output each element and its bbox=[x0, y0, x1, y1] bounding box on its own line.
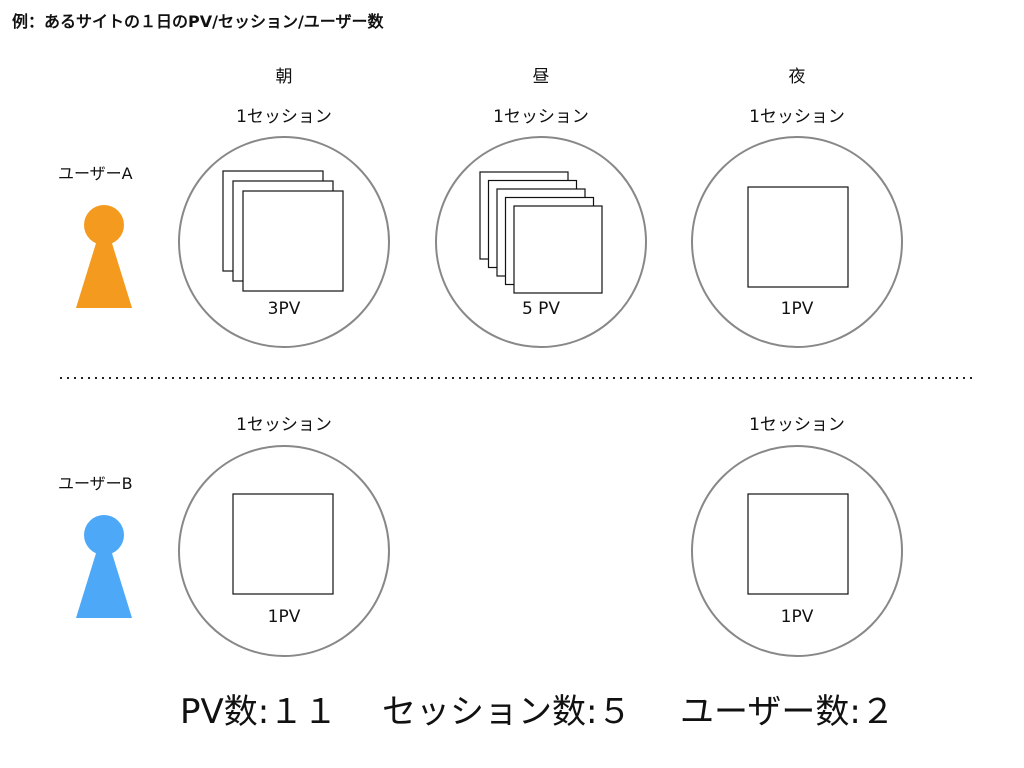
page-icon bbox=[747, 186, 849, 288]
session-circle bbox=[435, 136, 647, 348]
user-a-label: ユーザーA bbox=[58, 164, 133, 183]
user-a-icon bbox=[76, 205, 132, 308]
session-label: 1セッション bbox=[236, 107, 332, 127]
time-label-noon: 昼 bbox=[532, 67, 550, 87]
pv-label: 5 PV bbox=[521, 299, 561, 319]
session-label: 1セッション bbox=[493, 107, 589, 127]
diagram-title: 例：あるサイトの１日のPV/セッション/ユーザー数 bbox=[12, 12, 384, 31]
session-label: 1セッション bbox=[749, 107, 845, 127]
page-icon bbox=[242, 190, 344, 292]
session-circle bbox=[178, 136, 390, 348]
user-b-label: ユーザーB bbox=[58, 474, 133, 493]
summary-session-count: セッション数:５ bbox=[382, 692, 632, 732]
summary-user-count: ユーザー数:２ bbox=[680, 692, 895, 732]
user-b-icon bbox=[76, 515, 132, 618]
page-icon bbox=[232, 493, 334, 595]
pv-label: 3PV bbox=[267, 299, 301, 319]
session-label: 1セッション bbox=[749, 415, 845, 435]
pv-label: 1PV bbox=[780, 607, 814, 627]
pv-label: 1PV bbox=[780, 299, 814, 319]
session-label: 1セッション bbox=[236, 415, 332, 435]
session-circle bbox=[691, 136, 903, 348]
page-icon bbox=[747, 493, 849, 595]
page-icon bbox=[513, 205, 603, 294]
time-label-morning: 朝 bbox=[275, 67, 293, 87]
session-circle bbox=[691, 445, 903, 657]
time-label-night: 夜 bbox=[788, 67, 806, 87]
pv-label: 1PV bbox=[267, 607, 301, 627]
session-circle bbox=[178, 445, 390, 657]
summary-pv-count: PV数:１１ bbox=[180, 692, 338, 732]
